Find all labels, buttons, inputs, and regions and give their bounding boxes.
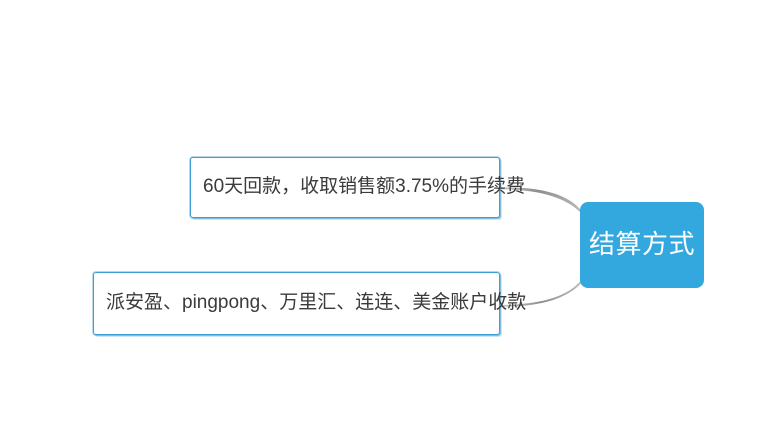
root-node-label: 结算方式: [588, 229, 695, 260]
mindmap-branch-node-1[interactable]: 60天回款，收取销售额3.75%的手续费: [190, 157, 525, 218]
branch-node-1-label: 60天回款，收取销售额3.75%的手续费: [203, 176, 526, 198]
mindmap-branch-node-2[interactable]: 派安盈、pingpong、万里汇、连连、美金账户收款: [93, 272, 526, 335]
branch-node-2-label: 派安盈、pingpong、万里汇、连连、美金账户收款: [106, 292, 527, 314]
mindmap-root-node[interactable]: 结算方式: [580, 202, 704, 288]
